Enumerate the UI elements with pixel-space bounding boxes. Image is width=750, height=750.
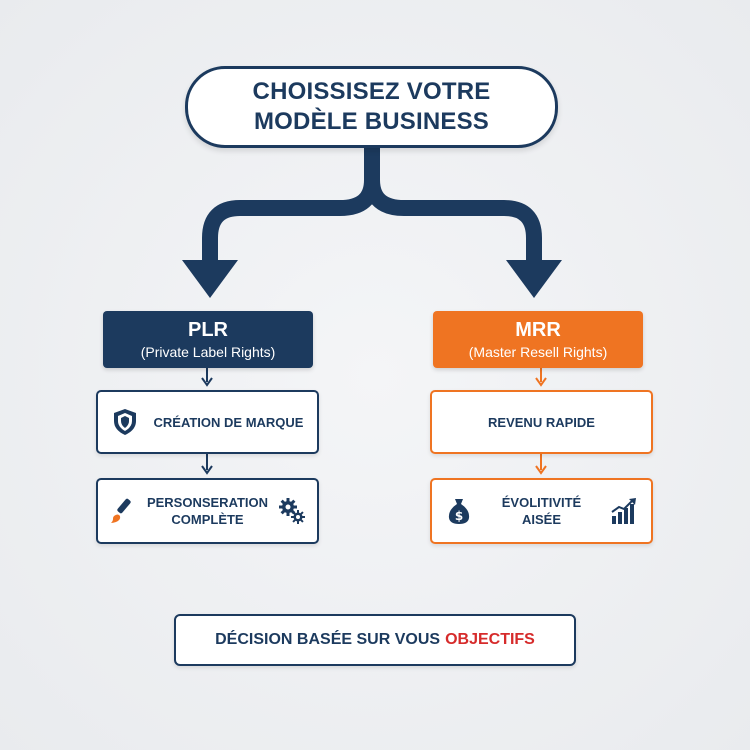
plr-item-2-label: PERSONSERATION COMPLÈTE [138, 494, 277, 528]
gears-icon [277, 496, 307, 526]
title-box: CHOISSISEZ VOTRE MODÈLE BUSINESS [185, 66, 558, 148]
money-bag-icon: $ [444, 496, 474, 526]
mrr-card-fast-revenue: REVENU RAPIDE [430, 390, 653, 454]
plr-header: PLR (Private Label Rights) [103, 311, 313, 368]
growth-chart-icon [609, 496, 639, 526]
plr-subtitle: (Private Label Rights) [140, 343, 276, 360]
paintbrush-icon [108, 496, 138, 526]
svg-text:$: $ [455, 509, 463, 523]
plr-title: PLR [188, 318, 228, 341]
title-line-1: CHOISSISEZ VOTRE [252, 78, 491, 105]
decision-box: DÉCISION BASÉE SUR VOUS OBJECTIFS [174, 614, 576, 666]
plr-item-1-label: CRÉATION DE MARQUE [153, 414, 304, 430]
connector-plr-1-head [201, 377, 213, 387]
mrr-title: MRR [515, 318, 561, 341]
plr-card-personalization: PERSONSERATION COMPLÈTE [96, 478, 319, 544]
connector-mrr-2-head [535, 465, 547, 475]
plr-item-2-line-1: PERSONSERATION [146, 495, 269, 510]
split-arrow-trunk [202, 148, 380, 262]
shield-icon [110, 407, 140, 437]
connector-plr-2-head [201, 465, 213, 475]
plr-item-2-line-2: COMPLÈTE [171, 512, 244, 527]
title-line-2: MODÈLE BUSINESS [253, 108, 490, 135]
plr-card-brand-creation: CRÉATION DE MARQUE [96, 390, 319, 454]
mrr-subtitle: (Master Resell Rights) [468, 343, 608, 360]
connector-mrr-1-head [535, 377, 547, 387]
arrowhead-left [182, 260, 238, 298]
decision-accent: OBJECTIFS [445, 631, 535, 648]
split-arrow-right-branch [364, 179, 542, 262]
decision-text: DÉCISION BASÉE SUR VOUS [215, 631, 441, 648]
mrr-item-2-line-1: ÉVOLITIVITÉ [501, 495, 582, 510]
mrr-item-2-label: ÉVOLITIVITÉ AISÉE [474, 494, 609, 528]
mrr-item-2-line-2: AISÉE [521, 512, 561, 527]
mrr-item-1-label: REVENU RAPIDE [488, 414, 595, 430]
arrowhead-right [506, 260, 562, 298]
mrr-header: MRR (Master Resell Rights) [433, 311, 643, 368]
mrr-card-scalability: $ ÉVOLITIVITÉ AISÉE [430, 478, 653, 544]
